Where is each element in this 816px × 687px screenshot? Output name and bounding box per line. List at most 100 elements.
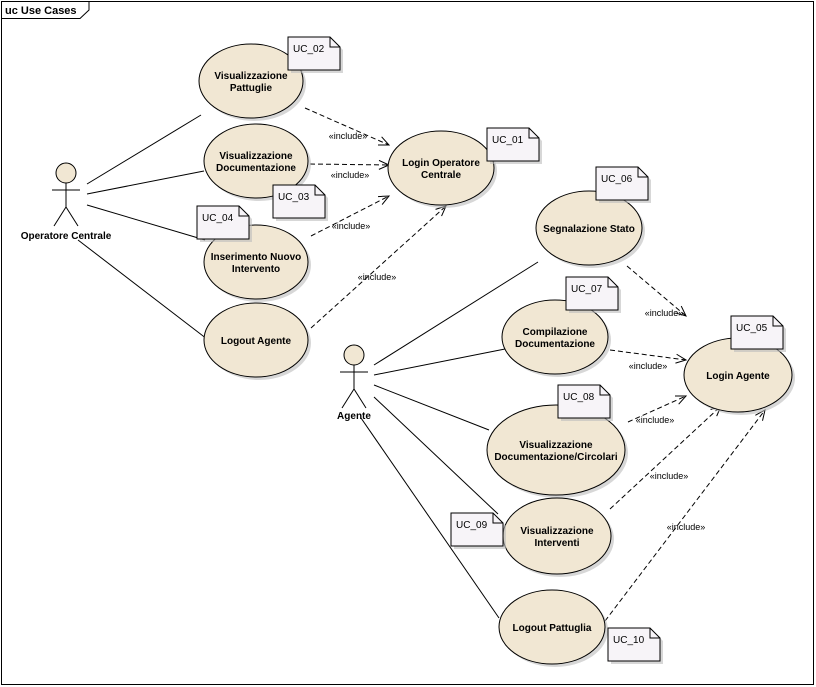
actor-label: Agente [337,411,371,422]
actor-head [55,162,77,184]
note-body [196,205,250,240]
note-fold [772,316,783,327]
use-case-uc06[interactable]: Segnalazione Stato [535,190,645,268]
use-case-label: Intervento [232,264,280,275]
note-body [595,166,649,201]
note-label: UC_06 [601,174,633,185]
note-uc_10: UC_10 [607,627,663,664]
use-case-label: Visualizzazione [520,526,594,537]
use-case-label: Visualizzazione [519,440,593,451]
actor-label: Operatore Centrale [21,231,112,242]
use-case-uc10[interactable]: Logout Pattuglia [498,589,608,667]
note-fold [528,128,539,139]
note-uc_02: UC_02 [287,36,343,73]
note-body [557,384,611,419]
note-body [486,127,540,162]
note-body [607,627,661,662]
note-label: UC_09 [456,520,488,531]
include-arrowhead-uc08 [674,395,688,405]
actor-agente[interactable]: Agente [337,344,371,422]
association-agente-uc10 [360,417,500,619]
use-case-label: Documentazione [216,163,296,174]
association-agente-uc08 [373,384,490,431]
include-arrowhead-uc04 [377,195,391,205]
note-label: UC_10 [613,635,645,646]
note-label: UC_04 [202,213,234,224]
actor-right-leg [353,388,367,409]
include-line-uc07 [609,349,687,361]
include-line-uc09 [609,405,722,510]
use-case-ellipse[interactable] [387,130,495,206]
note-fold [607,277,618,288]
connectors: «include» «include» «include» «include» «inc… [77,107,766,622]
use-case-label: Documentazione/Circolari [494,452,618,463]
note-body [287,36,341,71]
include-label-uc02: «include» [329,131,368,141]
use-case-label: Interventi [534,538,579,549]
include-label-logout_agente: «include» [358,272,397,282]
association-agente-uc09 [373,396,499,515]
association-operatore-logout_agente [77,239,208,340]
use-case-label: Centrale [421,170,461,181]
note-body [565,276,619,311]
note-label: UC_01 [492,135,524,146]
include-arrowhead-uc02 [377,136,391,146]
actor-left-leg [53,206,67,227]
include-line-uc08 [627,395,687,423]
include-line-uc03 [309,163,390,166]
note-fold [238,206,249,217]
use-case-label: Compilazione [522,327,587,338]
note-label: UC_03 [278,192,310,203]
use-case-ellipse[interactable] [501,299,609,375]
use-case-label: Visualizzazione [219,151,293,162]
actor-operatore[interactable]: Operatore Centrale [21,162,112,242]
include-line-uc04 [310,195,390,237]
note-fold [492,513,503,524]
note-label: UC_05 [736,323,768,334]
use-case-ellipse[interactable] [203,302,309,378]
association-operatore-uc03 [86,170,205,195]
include-label-uc09: «include» [650,471,689,481]
include-arrowhead-uc06 [675,305,687,317]
note-fold [637,167,648,178]
include-arrowhead-uc07 [675,353,688,364]
use-case-uc05[interactable]: Login Agente [683,337,795,415]
include-label-uc10: «include» [667,522,706,532]
use-case-label: Documentazione [515,339,595,350]
include-line-logout_agente [310,205,447,329]
use-case-ellipse[interactable] [203,224,309,300]
use-case-ellipse[interactable] [535,190,643,266]
include-label-uc04: «include» [332,221,371,231]
use-case-label: Login Agente [706,371,770,382]
include-label-uc07: «include» [629,361,668,371]
include-line-uc06 [626,265,687,317]
include-label-uc08: «include» [636,415,675,425]
note-uc_01: UC_01 [486,127,542,164]
note-fold [599,385,610,396]
use-case-ellipse[interactable] [498,589,606,665]
note-uc_09: UC_09 [450,512,506,549]
include-label-uc06: «include» [645,308,684,318]
note-uc_08: UC_08 [557,384,613,421]
use-case-ellipse[interactable] [486,404,626,496]
note-label: UC_07 [571,284,603,295]
use-case-logout_agente[interactable]: Logout Agente [203,302,311,380]
use-case-ellipse[interactable] [198,43,304,119]
use-case-ellipse[interactable] [203,123,309,199]
note-uc_05: UC_05 [730,315,786,352]
note-fold [314,185,325,196]
association-operatore-uc04 [86,204,206,241]
use-case-label: Inserimento Nuovo [211,252,302,263]
note-label: UC_08 [563,392,595,403]
note-body [450,512,504,547]
frame-title-tab [1,1,90,19]
association-agente-uc06 [373,261,539,366]
